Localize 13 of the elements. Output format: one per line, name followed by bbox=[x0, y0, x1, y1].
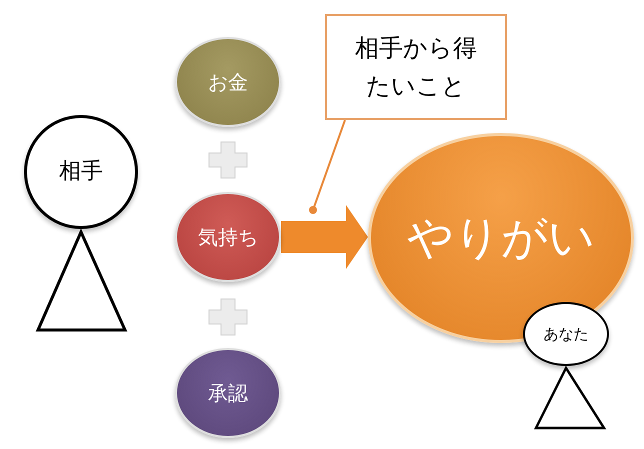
block-arrow bbox=[281, 205, 368, 269]
node-text: 気持ち bbox=[198, 224, 258, 251]
node-text: 相手 bbox=[59, 158, 103, 186]
node-text: やりがい bbox=[407, 209, 595, 266]
person-head bbox=[523, 302, 609, 366]
leader-line bbox=[309, 120, 346, 214]
person-body bbox=[534, 365, 606, 430]
person-body bbox=[36, 228, 128, 332]
node-text: 相手から得たいこと bbox=[354, 32, 478, 102]
callout-box bbox=[325, 14, 507, 120]
node-text: お金 bbox=[208, 69, 248, 96]
node-text: 承認 bbox=[208, 380, 248, 407]
node-text: あなた bbox=[544, 324, 588, 345]
